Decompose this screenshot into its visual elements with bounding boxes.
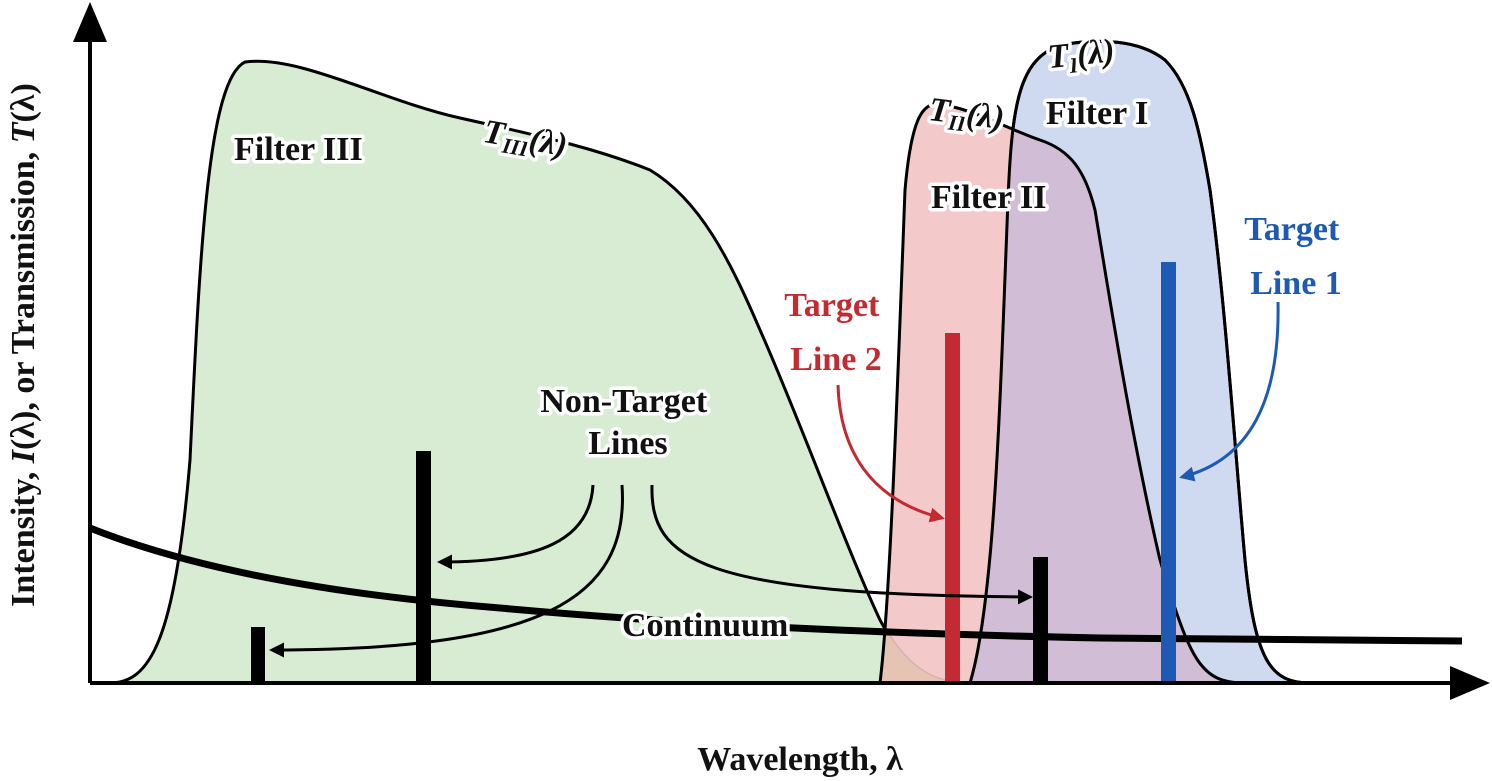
non-target-line-right xyxy=(1033,557,1048,683)
filter-1-curve-label: TI(λ) xyxy=(1046,32,1117,80)
continuum-curve xyxy=(88,524,1463,645)
filter-2-label: Filter II xyxy=(931,179,1047,216)
filter-2-outline xyxy=(878,102,1246,685)
continuum-label: Continuum xyxy=(622,607,788,644)
arrow-target-line-1 xyxy=(1179,301,1280,482)
arrow-to-right-line xyxy=(650,484,1033,605)
arrow-target-line-2 xyxy=(836,384,945,523)
filter-3-label: Filter III xyxy=(234,131,363,168)
y-axis-arrowhead xyxy=(73,2,107,42)
y-axis-label: Intensity, I(λ), or Transmission, T(λ) xyxy=(5,83,42,607)
target-line-1-label: Target Line 1 xyxy=(1244,211,1348,302)
filter-2-curve-label: TII(λ) xyxy=(926,91,1006,141)
non-target-line-small xyxy=(251,627,265,683)
target-line-1-bar xyxy=(1161,262,1176,683)
filter-1-label: Filter I xyxy=(1046,95,1148,132)
filter-3-curve-label: TIII(λ) xyxy=(480,113,570,168)
target-line-2-bar xyxy=(945,333,960,683)
filter-1-outline xyxy=(968,39,1311,685)
x-axis-arrowhead xyxy=(1450,666,1490,700)
non-target-label: Non-Target Lines xyxy=(540,383,715,462)
non-target-line-tall xyxy=(416,451,431,683)
filter-3-curve xyxy=(109,59,976,685)
arrow-to-small-line xyxy=(269,484,624,658)
x-axis-label: Wavelength, λ xyxy=(697,741,903,778)
target-line-2-label: Target Line 2 xyxy=(784,287,888,378)
arrow-to-tall-line xyxy=(437,484,595,570)
